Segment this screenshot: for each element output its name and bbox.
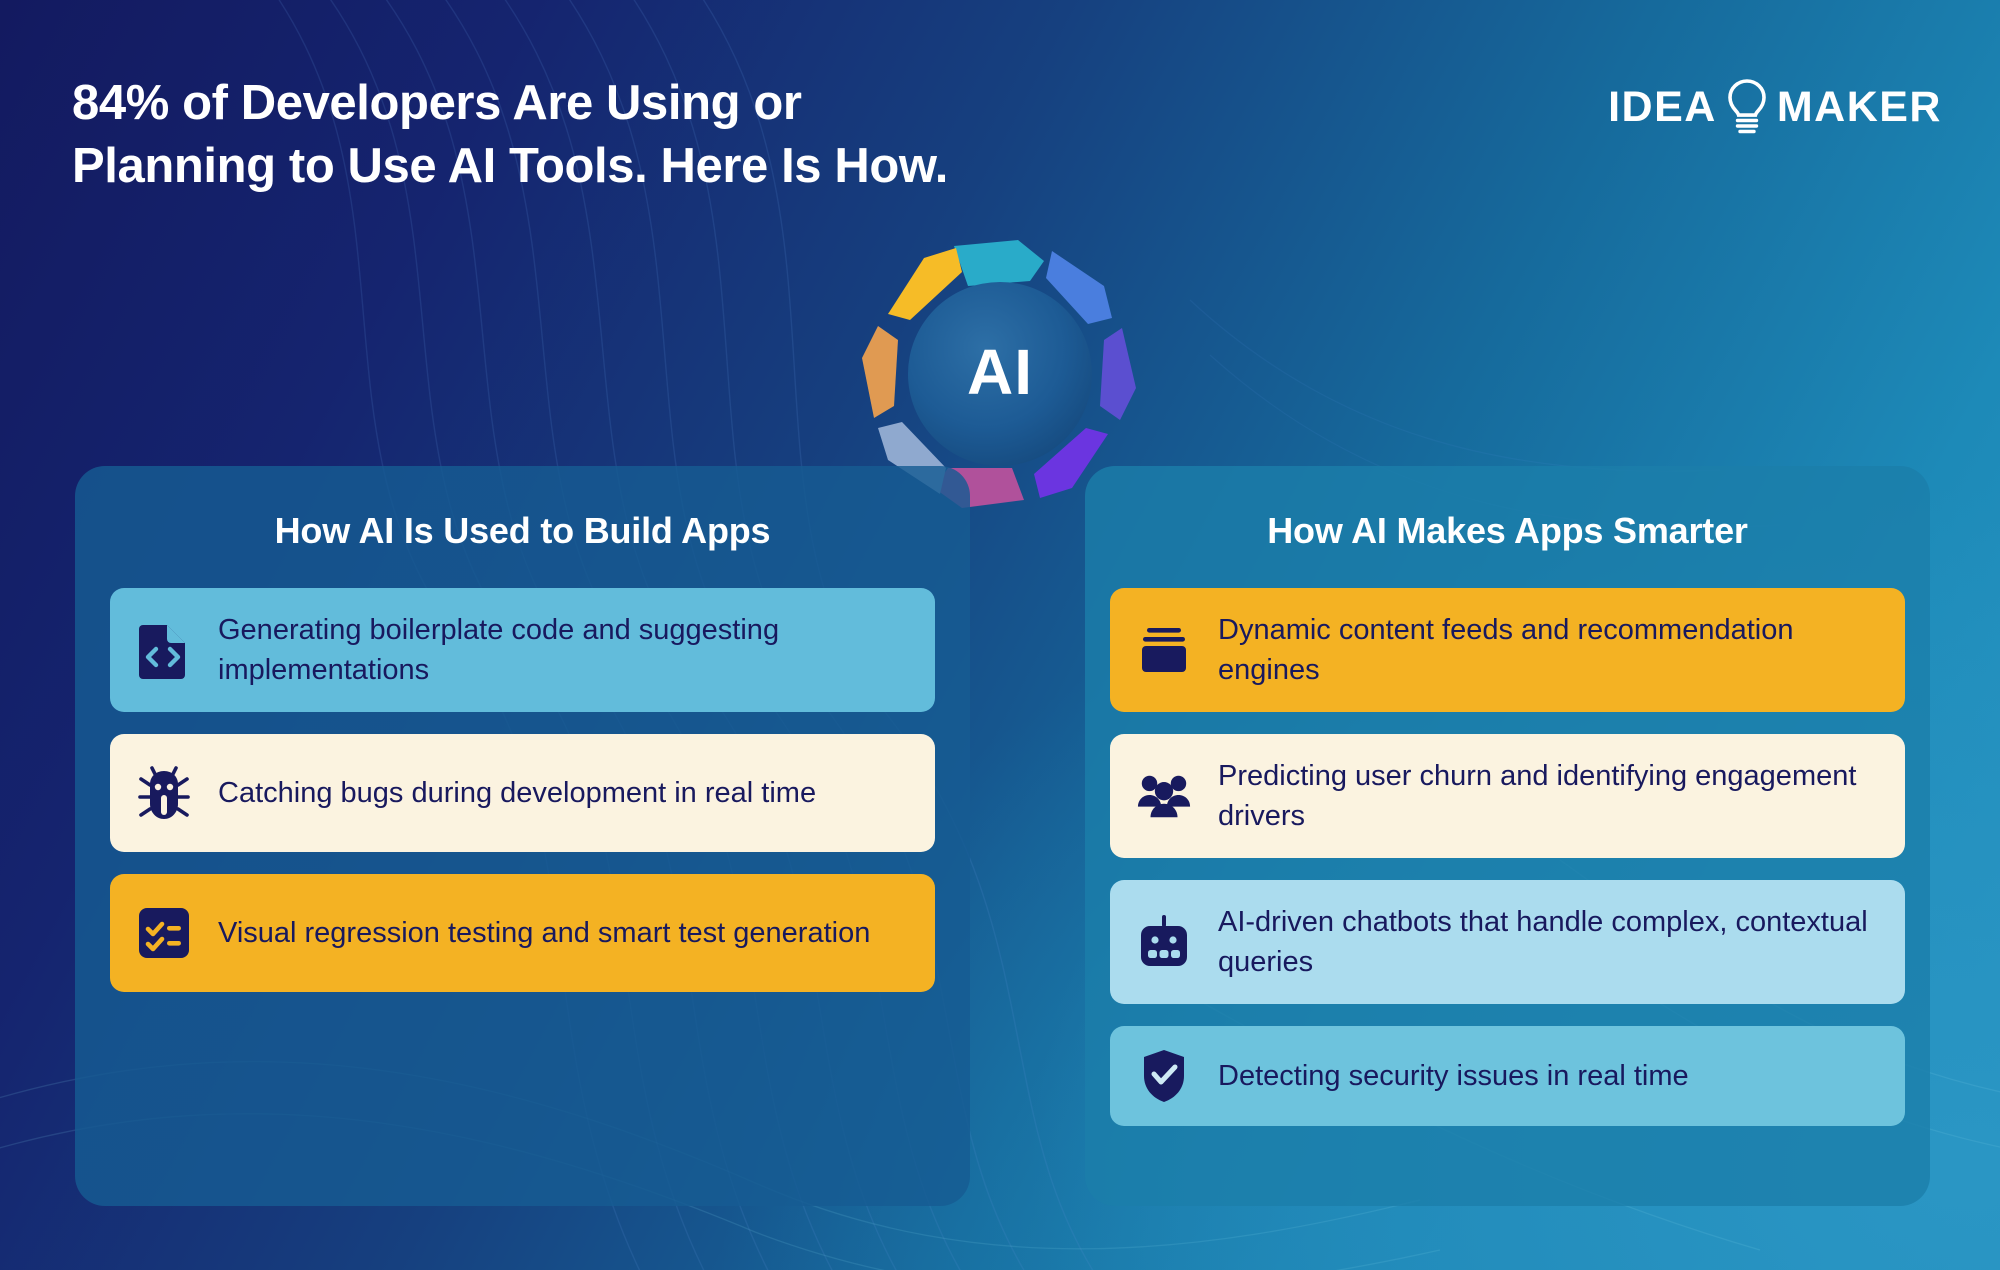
- list-item-label: Detecting security issues in real time: [1218, 1060, 1689, 1093]
- list-item[interactable]: Visual regression testing and smart test…: [110, 874, 935, 993]
- robot-icon: [1136, 914, 1192, 970]
- bug-icon: [136, 765, 192, 821]
- logo-text-idea: IDEA: [1608, 82, 1717, 131]
- list-item-label: Generating boilerplate code and suggesti…: [218, 614, 780, 687]
- page-title: 84% of Developers Are Using or Planning …: [72, 72, 1412, 197]
- list-item[interactable]: AI-driven chatbots that handle complex, …: [1110, 880, 1905, 1005]
- ai-label: AI: [967, 336, 1033, 408]
- right-panel-title: How AI Makes Apps Smarter: [1267, 510, 1748, 551]
- panel-smarter-apps: How AI Makes Apps Smarter Dynamic conten…: [1085, 466, 1930, 1206]
- right-card-list: Dynamic content feeds and recommendation…: [1085, 588, 1930, 1127]
- list-item-label: AI-driven chatbots that handle complex, …: [1218, 906, 1868, 979]
- checklist-icon: [136, 905, 192, 961]
- headline-line-1: 84% of Developers Are Using or: [72, 76, 802, 130]
- list-item-label: Dynamic content feeds and recommendation…: [1218, 614, 1794, 687]
- brand-logo[interactable]: IDEA MAKER: [1608, 78, 1942, 136]
- content-feed-icon: [1136, 622, 1192, 678]
- list-item-label: Catching bugs during development in real…: [218, 777, 817, 810]
- left-card-list: Generating boilerplate code and suggesti…: [75, 588, 970, 993]
- panel-build-apps: How AI Is Used to Build Apps Generating …: [75, 466, 970, 1206]
- list-item-label: Predicting user churn and identifying en…: [1218, 760, 1857, 833]
- left-panel-title: How AI Is Used to Build Apps: [274, 510, 771, 551]
- list-item-label: Visual regression testing and smart test…: [218, 917, 871, 950]
- ai-cycle-graphic: AI: [862, 236, 1138, 512]
- list-item[interactable]: Generating boilerplate code and suggesti…: [110, 588, 935, 713]
- users-group-icon: [1136, 768, 1192, 824]
- lightbulb-icon: [1725, 78, 1769, 136]
- headline-line-2: Planning to Use AI Tools. Here Is How.: [72, 138, 948, 193]
- list-item[interactable]: Detecting security issues in real time: [1110, 1026, 1905, 1127]
- logo-text-maker: MAKER: [1776, 82, 1942, 131]
- shield-check-icon: [1136, 1048, 1192, 1104]
- code-file-icon: [136, 622, 192, 680]
- list-item[interactable]: Catching bugs during development in real…: [110, 734, 935, 853]
- circular-arrow-cycle-icon: [862, 240, 1136, 508]
- list-item[interactable]: Predicting user churn and identifying en…: [1110, 734, 1905, 859]
- list-item[interactable]: Dynamic content feeds and recommendation…: [1110, 588, 1905, 713]
